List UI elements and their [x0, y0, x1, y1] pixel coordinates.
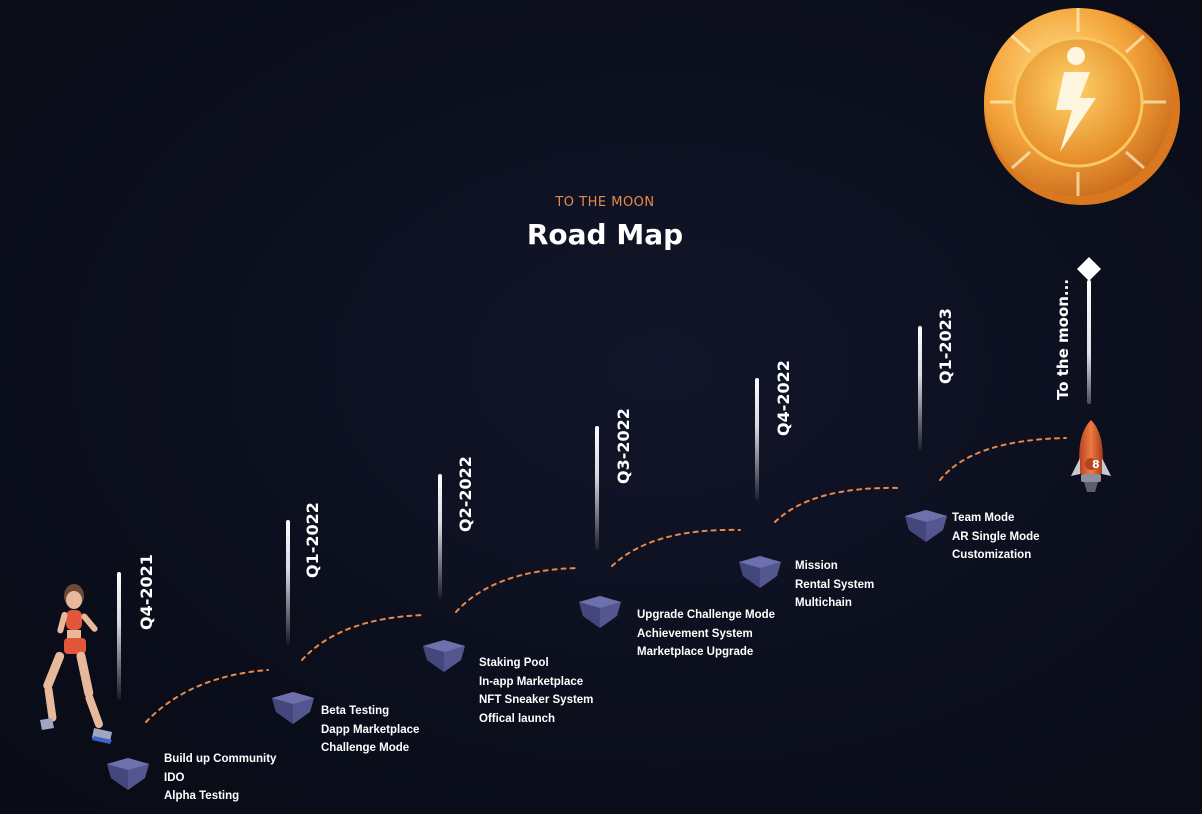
milestone-item: Mission	[795, 560, 838, 572]
gem-icon	[107, 758, 149, 790]
timeline-pole-moon	[1087, 280, 1091, 404]
milestone-item: Alpha Testing	[164, 790, 240, 802]
milestone-item: Achievement System	[637, 627, 753, 640]
timeline-pole-q4-2021	[117, 572, 121, 700]
timeline-pole-q2-2022	[438, 474, 442, 598]
milestone-item: Upgrade Challenge Mode	[637, 609, 776, 621]
milestone-item: Team Mode	[952, 512, 1015, 524]
timeline-pole-q3-2022	[595, 426, 599, 550]
gem-icon	[905, 510, 947, 542]
milestone-items-q4-2021: Build up Community IDO Alpha Testing	[164, 750, 276, 806]
quarter-label-q2-2022: Q2-2022	[456, 456, 475, 532]
milestone-item: Customization	[952, 549, 1032, 561]
milestone-item: Challenge Mode	[321, 742, 410, 754]
timeline-pole-q4-2022	[755, 378, 759, 500]
runner-figure	[40, 584, 112, 744]
milestone-item: Staking Pool	[479, 657, 549, 669]
milestone-item: IDO	[164, 771, 185, 784]
milestone-item: AR Single Mode	[952, 530, 1040, 543]
gem-icon	[579, 596, 621, 628]
milestone-item: Marketplace Upgrade	[637, 646, 754, 658]
quarter-label-q3-2022: Q3-2022	[614, 408, 633, 484]
timeline-pole-q1-2023	[918, 326, 922, 450]
milestone-item: Offical launch	[479, 712, 556, 725]
roadmap-subtitle: TO THE MOON	[555, 195, 655, 210]
gem-icon	[739, 556, 781, 588]
quarter-label-q1-2022: Q1-2022	[303, 502, 322, 578]
milestone-item: Dapp Marketplace	[321, 723, 420, 736]
quarter-label-q4-2022: Q4-2022	[774, 360, 793, 436]
milestone-item: Multichain	[795, 597, 852, 609]
gem-icon	[272, 692, 314, 724]
diamond-marker-icon	[1077, 257, 1101, 281]
rocket-icon	[1071, 420, 1111, 492]
gem-icon	[423, 640, 465, 672]
milestone-items-q1-2022: Beta Testing Dapp Marketplace Challenge …	[321, 702, 419, 758]
milestone-item: Rental System	[795, 578, 875, 591]
milestone-items-q1-2023: Team Mode AR Single Mode Customization	[952, 509, 1040, 565]
milestone-items-q2-2022: Staking Pool In-app Marketplace NFT Snea…	[479, 654, 593, 728]
timeline-pole-q1-2022	[286, 520, 290, 644]
quarter-label-q4-2021: Q4-2021	[137, 554, 156, 630]
lightning-coin-icon	[984, 8, 1180, 205]
moon-label: To the moon...	[1054, 278, 1072, 400]
milestone-item: NFT Sneaker System	[479, 694, 594, 706]
roadmap-title: Road Map	[526, 218, 684, 251]
rocket-number: 8	[1092, 458, 1100, 471]
milestone-items-q3-2022: Upgrade Challenge Mode Achievement Syste…	[637, 606, 775, 662]
milestone-item: In-app Marketplace	[479, 675, 584, 688]
milestone-items-q4-2022: Mission Rental System Multichain	[795, 557, 874, 613]
milestone-item: Build up Community	[164, 753, 277, 765]
quarter-label-q1-2023: Q1-2023	[936, 308, 955, 384]
milestone-item: Beta Testing	[321, 705, 390, 717]
